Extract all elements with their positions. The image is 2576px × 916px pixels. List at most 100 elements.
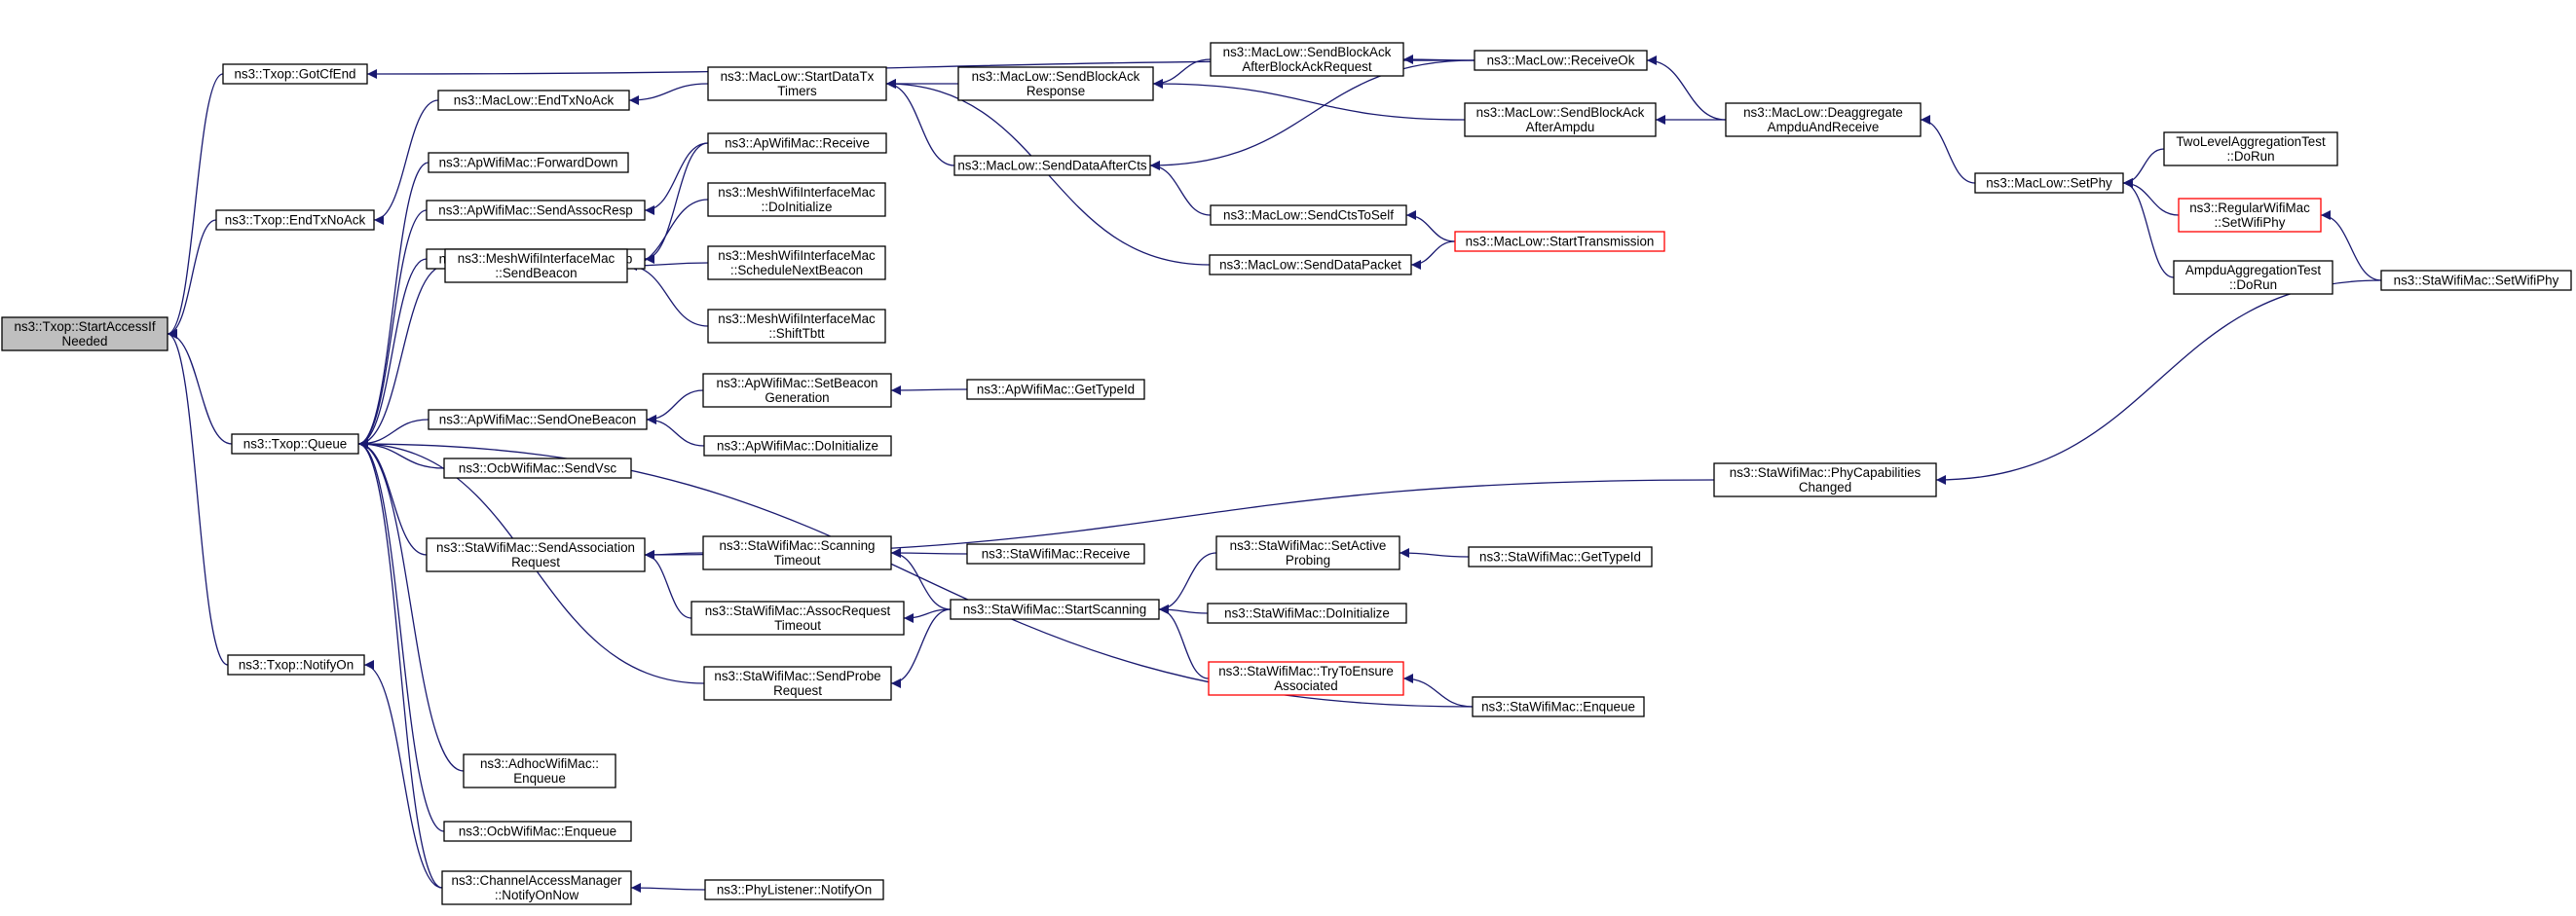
node-label: Enqueue <box>513 771 566 786</box>
node-stawifimac-gettypeid[interactable]: ns3::StaWifiMac::GetTypeId <box>1468 546 1653 568</box>
edge-n20-to-n19 <box>1405 210 1456 242</box>
node-apwifimac-gettypeid[interactable]: ns3::ApWifiMac::GetTypeId <box>966 379 1145 400</box>
node-meshwifiinterfacemac-sendbeacon[interactable]: ns3::MeshWifiInterfaceMac::SendBeacon <box>444 248 628 283</box>
edge-line <box>357 209 428 449</box>
node-label: ns3::Txop::StartAccessIf <box>14 319 155 334</box>
node-label: ::DoRun <box>2226 149 2274 164</box>
node-label: AmpduAndReceive <box>1768 120 1880 134</box>
node-label: Probing <box>1286 553 1330 568</box>
node-label: ns3::StaWifiMac::Scanning <box>719 538 875 553</box>
node-stawifimac-setwifiphy[interactable]: ns3::StaWifiMac::SetWifiPhy <box>2380 270 2572 291</box>
node-txop-endtxnoack[interactable]: ns3::Txop::EndTxNoAck <box>215 209 375 231</box>
node-maclow-senddatapacket[interactable]: ns3::MacLow::SendDataPacket <box>1209 254 1412 275</box>
edge-n18-to-n7 <box>885 79 955 166</box>
node-maclow-endtxnoack[interactable]: ns3::MacLow::EndTxNoAck <box>437 90 630 111</box>
node-channelaccessmanager-notifyonnow[interactable]: ns3::ChannelAccessManager::NotifyOnNow <box>441 870 632 905</box>
edge-line <box>2122 148 2165 188</box>
node-phylistener-notifyon[interactable]: ns3::PhyListener::NotifyOn <box>704 879 884 900</box>
node-label: ns3::StaWifiMac::DoInitialize <box>1224 606 1390 621</box>
node-adhocwifimac-enqueue[interactable]: ns3::AdhocWifiMac::Enqueue <box>463 753 616 788</box>
node-box <box>1208 661 1404 696</box>
node-maclow-starttransmission[interactable]: ns3::MacLow::StartTransmission <box>1454 231 1665 252</box>
edge-line <box>357 439 445 469</box>
edge-n17-to-n35 <box>1935 279 2382 485</box>
node-ocbwifimac-enqueue[interactable]: ns3::OcbWifiMac::Enqueue <box>443 821 632 842</box>
edge-n49-to-n5 <box>363 660 443 889</box>
node-apwifimac-doinitialize[interactable]: ns3::ApWifiMac::DoInitialize <box>703 435 892 457</box>
node-box <box>702 373 892 408</box>
edge-n36-to-n4 <box>357 439 428 556</box>
node-label: Timeout <box>774 618 821 633</box>
node-box <box>1713 462 1937 497</box>
node-label: ns3::MeshWifiInterfaceMac <box>458 251 616 266</box>
node-apwifimac-receive[interactable]: ns3::ApWifiMac::Receive <box>707 132 887 154</box>
node-stawifimac-startscanning[interactable]: ns3::StaWifiMac::StartScanning <box>950 599 1160 620</box>
node-box <box>966 379 1145 400</box>
node-ocbwifimac-sendvsc[interactable]: ns3::OcbWifiMac::SendVsc <box>443 458 632 479</box>
node-box <box>1210 42 1404 77</box>
node-label: ns3::MacLow::SendDataAfterCts <box>957 159 1147 173</box>
node-box <box>1209 254 1412 275</box>
node-label: ns3::MacLow::Deaggregate <box>1743 105 1903 120</box>
node-maclow-setphy[interactable]: ns3::MacLow::SetPhy <box>1974 172 2124 194</box>
edge-n47-to-n4 <box>357 439 465 772</box>
node-apwifimac-sendassocresp[interactable]: ns3::ApWifiMac::SendAssocResp <box>426 200 646 221</box>
node-meshwifiinterfacemac-doinitialize[interactable]: ns3::MeshWifiInterfaceMac::DoInitialize <box>707 182 886 217</box>
node-maclow-sendctstoself[interactable]: ns3::MacLow::SendCtsToSelf <box>1210 204 1407 226</box>
edge-line <box>167 73 224 339</box>
node-meshwifiinterfacemac-schedulenextbeacon[interactable]: ns3::MeshWifiInterfaceMac::ScheduleNextB… <box>707 245 886 280</box>
edge-line <box>363 660 443 889</box>
node-label: ns3::MacLow::SetPhy <box>1986 176 2112 191</box>
node-txop-gotcfend[interactable]: ns3::Txop::GotCfEnd <box>222 63 368 85</box>
edge-line <box>1405 210 1456 242</box>
node-maclow-senddataaftercts[interactable]: ns3::MacLow::SendDataAfterCts <box>953 155 1151 176</box>
node-label: ns3::ApWifiMac::Receive <box>725 136 870 151</box>
node-twolevelaggregationtest-dorun[interactable]: TwoLevelAggregationTest::DoRun <box>2163 131 2338 166</box>
node-box <box>950 599 1160 620</box>
node-label: ns3::OcbWifiMac::SendVsc <box>459 461 617 476</box>
edge-n11-to-n8 <box>1152 79 1466 121</box>
node-label: ns3::StaWifiMac::AssocRequest <box>705 604 891 618</box>
node-maclow-sendblockackafterblockackrequest[interactable]: ns3::MacLow::SendBlockAckAfterBlockAckRe… <box>1210 42 1404 77</box>
edge-n23-to-n24 <box>644 142 709 215</box>
node-regularwifimac-setwifiphy[interactable]: ns3::RegularWifiMac::SetWifiPhy <box>2178 198 2322 233</box>
node-stawifimac-doinitialize[interactable]: ns3::StaWifiMac::DoInitialize <box>1207 603 1407 624</box>
node-txop-queue[interactable]: ns3::Txop::Queue <box>231 433 359 455</box>
node-label: Response <box>1027 84 1085 98</box>
edge-line <box>890 548 952 610</box>
node-stawifimac-receive[interactable]: ns3::StaWifiMac::Receive <box>966 543 1145 565</box>
node-box <box>704 879 884 900</box>
node-label: ::NotifyOnNow <box>495 888 579 902</box>
node-ampduaggregationtest-dorun[interactable]: AmpduAggregationTest::DoRun <box>2173 260 2333 295</box>
node-box <box>2380 270 2572 291</box>
node-apwifimac-forwarddown[interactable]: ns3::ApWifiMac::ForwardDown <box>428 152 629 173</box>
node-box <box>1215 535 1400 570</box>
node-stawifimac-enqueue[interactable]: ns3::StaWifiMac::Enqueue <box>1472 696 1645 717</box>
node-box <box>463 753 616 788</box>
node-box <box>953 155 1151 176</box>
node-txop-notifyon[interactable]: ns3::Txop::NotifyOn <box>227 654 365 676</box>
node-label: TwoLevelAggregationTest <box>2176 134 2326 149</box>
node-meshwifiinterfacemac-shifttbtt[interactable]: ns3::MeshWifiInterfaceMac::ShiftTbtt <box>707 309 886 344</box>
node-box <box>2178 198 2322 233</box>
node-apwifimac-sendonebeacon[interactable]: ns3::ApWifiMac::SendOneBeacon <box>428 409 648 430</box>
node-label: ns3::StaWifiMac::SetActive <box>1230 538 1387 553</box>
edge-n42-to-n37 <box>890 548 952 610</box>
edge-n19-to-n18 <box>1149 161 1212 216</box>
edge-n23-to-n26 <box>644 142 709 264</box>
node-maclow-receiveok[interactable]: ns3::MacLow::ReceiveOk <box>1474 50 1648 71</box>
edge-line <box>1152 79 1466 121</box>
